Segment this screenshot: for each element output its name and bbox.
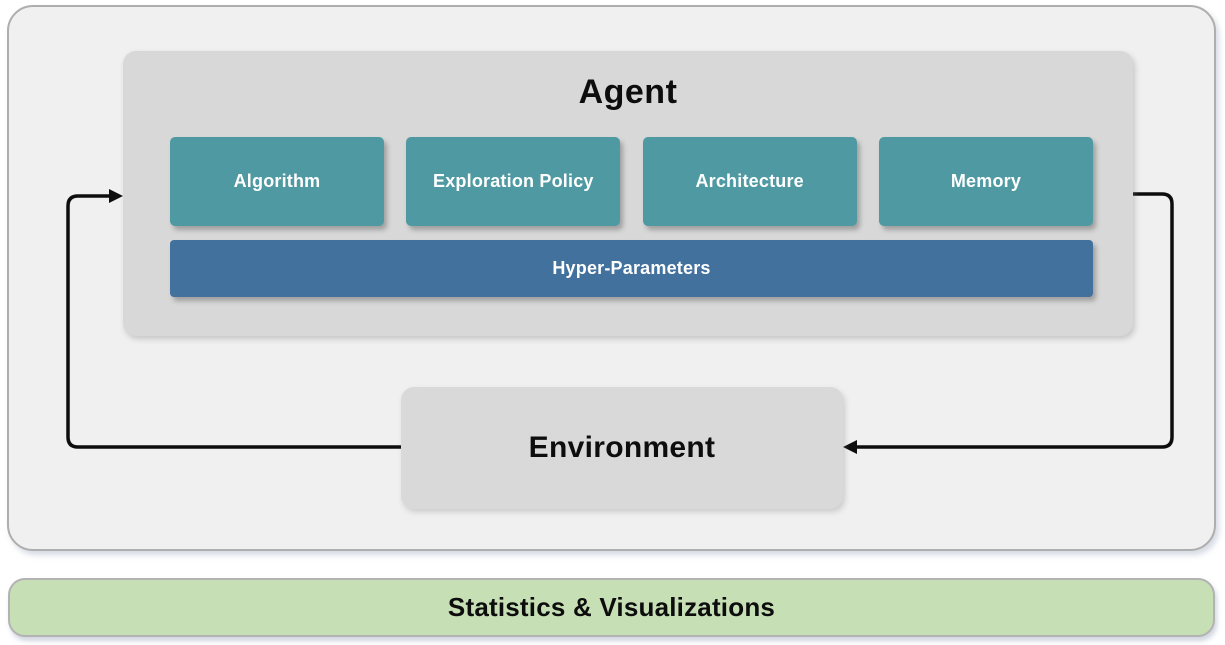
statistics-visualizations-label: Statistics & Visualizations (447, 592, 776, 622)
environment-label: Environment (528, 431, 716, 464)
environment-box: Environment (401, 387, 843, 509)
agent-container: Agent Algorithm Exploration Policy Archi… (123, 51, 1133, 336)
agent-components-row: Algorithm Exploration Policy Architectur… (170, 137, 1093, 226)
component-box-memory: Memory (878, 137, 1093, 226)
component-box-algorithm: Algorithm (170, 137, 384, 226)
agent-title: Agent (578, 73, 678, 111)
component-box-exploration-policy: Exploration Policy (406, 137, 621, 226)
hyper-parameters-bar: Hyper-Parameters (170, 240, 1093, 297)
statistics-visualizations-bar: Statistics & Visualizations (8, 578, 1215, 637)
component-box-architecture: Architecture (642, 137, 857, 226)
